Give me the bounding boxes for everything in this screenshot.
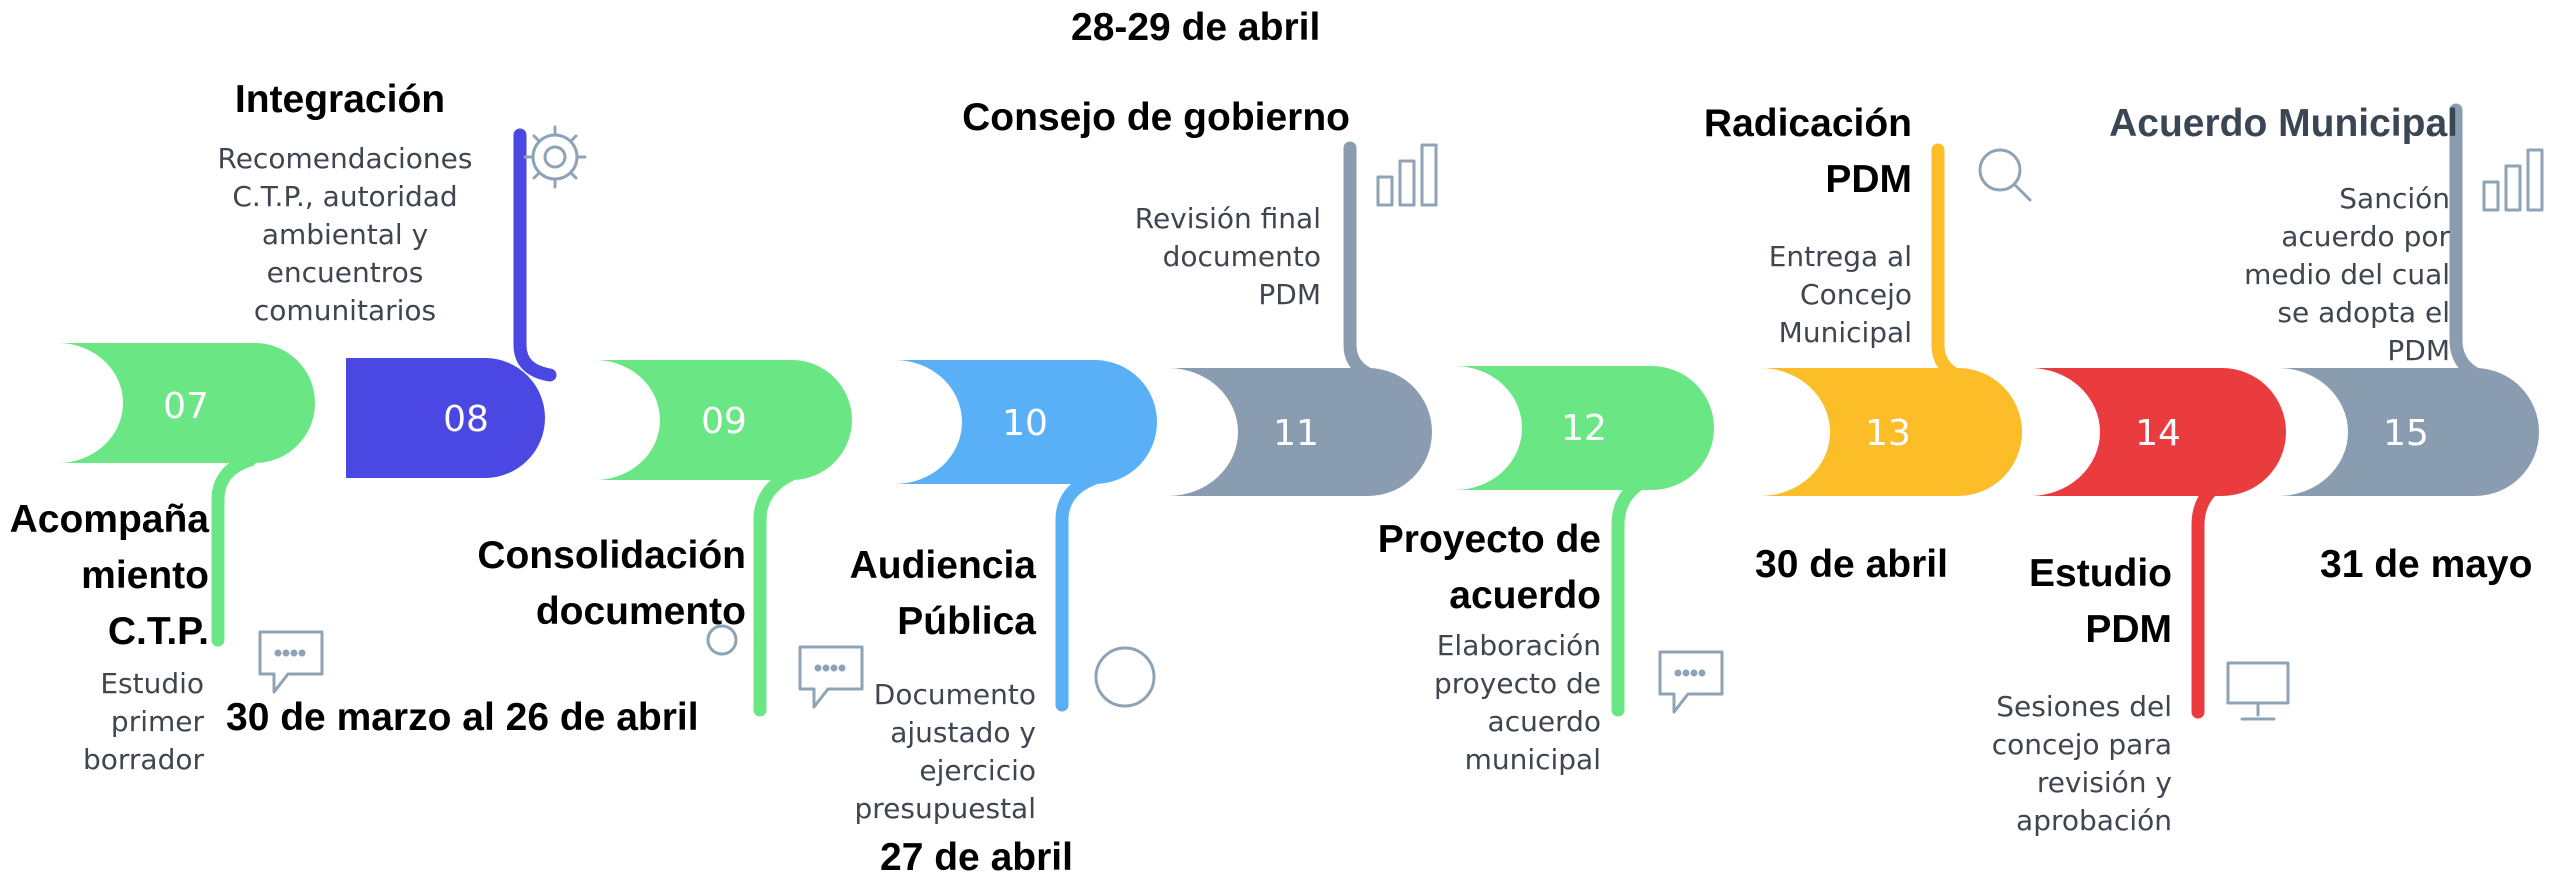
step-number-15: 15: [2383, 413, 2429, 454]
step-shape-12: [1455, 366, 1714, 490]
bar-chart-icon: [1376, 143, 1438, 207]
connector-08: [513, 128, 557, 382]
step-number-10: 10: [1002, 403, 1048, 444]
connector-13: [1931, 143, 1977, 387]
circle-icon: [1094, 646, 1156, 708]
step-number-11: 11: [1273, 413, 1319, 454]
step-title-08: Integración: [234, 78, 446, 121]
chat-icon: [798, 645, 864, 709]
step-title-10: Audiencia Pública: [849, 544, 1036, 643]
gear-icon: [523, 125, 587, 189]
step-description-08: Recomendaciones C.T.P., autoridad ambien…: [217, 142, 473, 327]
step-shape-07: [58, 343, 315, 463]
monitor-icon: [2226, 661, 2290, 721]
step-shape-14: [2030, 368, 2286, 496]
step-title-09: Consolidación documento: [477, 534, 746, 633]
step-title-07: Acompaña miento C.T.P.: [9, 498, 209, 653]
step-shape-09: [595, 360, 852, 480]
step-description-14: Sesiones del concejo para revisión y apr…: [1991, 690, 2172, 837]
step-description-12: Elaboración proyecto de acuerdo municipa…: [1433, 629, 1601, 776]
step-number-09: 09: [701, 401, 747, 442]
date-label: 28-29 de abril: [1071, 6, 1321, 49]
step-title-12: Proyecto de acuerdo: [1377, 518, 1601, 617]
date-label: 31 de mayo: [2320, 543, 2533, 586]
connector-12: [1611, 471, 1657, 717]
step-number-12: 12: [1561, 408, 1607, 449]
connector-14: [2191, 471, 2237, 719]
bar-chart-icon: [2482, 148, 2544, 212]
chat-icon: [1658, 650, 1724, 714]
step-title-14: Estudio PDM: [2029, 552, 2172, 651]
step-description-15: Sanción acuerdo por medio del cual se ad…: [2244, 182, 2450, 367]
connector-15: [2449, 103, 2497, 387]
date-label: 27 de abril: [880, 836, 1073, 877]
step-title-15: Acuerdo Municipal: [2109, 102, 2458, 145]
step-number-14: 14: [2135, 413, 2181, 454]
connector-11: [1343, 141, 1392, 387]
connector-10: [1055, 471, 1102, 712]
step-shape-10: [895, 360, 1157, 484]
step-shape-13: [1760, 368, 2022, 496]
connector-09: [753, 468, 797, 717]
step-description-07: Estudio primer borrador: [82, 667, 204, 776]
date-label: 30 de abril: [1755, 543, 1948, 586]
step-description-10: Documento ajustado y ejercicio presupues…: [854, 678, 1036, 825]
step-shape-11: [1168, 368, 1432, 496]
step-title-11: Consejo de gobierno: [962, 96, 1350, 139]
step-shape-08: [346, 358, 486, 478]
step-title-13: Radicación PDM: [1703, 102, 1912, 201]
step-number-13: 13: [1865, 413, 1911, 454]
step-number-07: 07: [163, 386, 209, 427]
step-number-08: 08: [443, 399, 489, 440]
step-description-11: Revisión final documento PDM: [1134, 202, 1321, 311]
date-label: 30 de marzo al 26 de abril: [226, 696, 699, 739]
connector-07: [211, 453, 257, 647]
circle-icon: [706, 624, 738, 656]
search-icon: [1978, 148, 2032, 202]
chat-icon: [258, 630, 324, 694]
step-description-13: Entrega al Concejo Municipal: [1768, 240, 1912, 349]
step-shape-15: [2278, 368, 2539, 496]
